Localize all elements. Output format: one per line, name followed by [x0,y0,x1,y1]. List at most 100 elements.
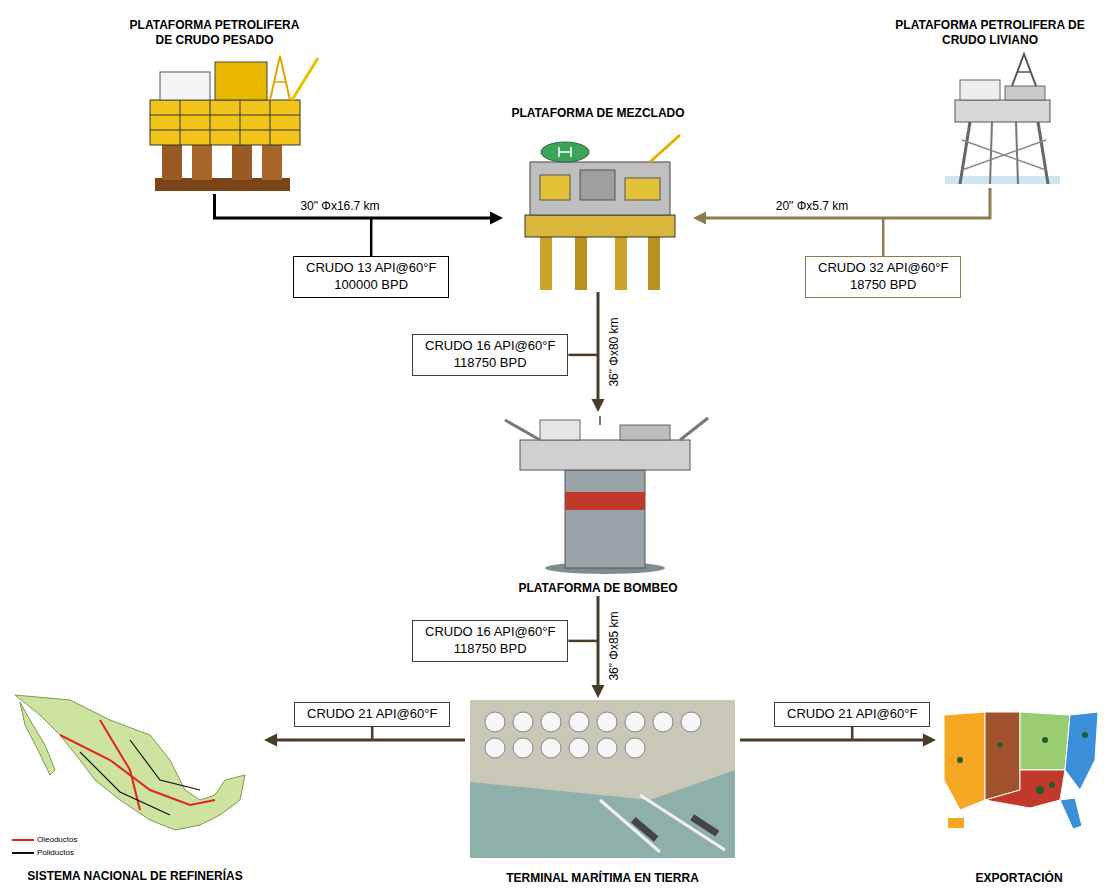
pipeline-connector [597,292,600,399]
usa-map-part [957,757,963,763]
blending-platform-part [615,235,627,290]
light-oil-platform-part [1005,86,1045,100]
heavy-oil-platform-part [150,130,300,131]
map-legend-row: Poliductos [12,849,74,857]
heavy-oil-platform-part [240,100,241,145]
onshore-marine-terminal-part [470,700,735,858]
leader-line [568,640,598,643]
crude-spec-box: CRUDO 21 API@60°F [294,702,450,727]
usa-map-part [985,712,1020,800]
light-oil-platform-part [1038,122,1048,184]
usa-map-part [1060,798,1082,829]
onshore-marine-terminal-part [631,817,658,842]
arrowhead [923,734,936,747]
legend-text: Oleoductos [37,836,77,844]
spec-text: CRUDO 16 API@60°F [425,624,555,641]
onshore-marine-terminal-part [690,814,719,836]
blending-platform-part [540,175,570,200]
spec-text: 118750 BPD [425,641,555,658]
heavy-oil-platform-part [150,115,300,116]
pipeline-connector [277,739,465,742]
usa-map-part [1020,712,1070,770]
heavy-oil-platform-part [262,145,282,180]
light-oil-platform-part [1017,71,1031,73]
facility-node: PLATAFORMA DE MEZCLADO [503,106,693,292]
pipeline-spec-label: 36" Φx85 km [607,608,621,683]
pipeline-connector [706,188,990,218]
pipeline-connector [215,194,491,218]
pumping-platform-part [620,425,670,440]
pumping-platform-part [565,470,645,568]
spec-text: 100000 BPD [306,277,436,294]
usa-map [944,712,1098,829]
onshore-marine-terminal-part [569,712,589,732]
onshore-marine-terminal [470,700,735,858]
pumping-platform-part [540,420,580,440]
facility-caption: PLATAFORMA PETROLIFERA DE CRUDO LIVIANO [876,18,1104,48]
heavy-oil-platform-part [270,56,290,100]
facility-node: PLATAFORMA PETROLIFERA DE CRUDO PESADO [122,18,307,194]
heavy-oil-platform-part [292,58,318,100]
arrowhead [693,212,706,225]
onshore-marine-terminal-part [569,738,589,758]
heavy-oil-platform-part [150,100,300,145]
pipeline-spec-label: 30" Φx16.7 km [297,199,382,213]
spec-text: CRUDO 13 API@60°F [306,260,436,277]
facility-caption: PLATAFORMA DE BOMBEO [518,581,677,596]
leader-line [851,727,854,740]
light-oil-platform-part [1016,122,1018,184]
pumping-platform-part [520,440,690,470]
mexico-map-part [20,702,55,775]
crude-spec-box: CRUDO 21 API@60°F [774,702,930,727]
usa-map-part [1049,782,1055,788]
pumping-platform-part [505,420,540,440]
facility-node: PLATAFORMA PETROLIFERA DE CRUDO LIVIANO [876,18,1104,188]
heavy-oil-platform-part [270,100,271,145]
heavy-oil-platform-part [192,145,212,180]
mexico-map-part [100,720,140,810]
arrowhead [264,734,277,747]
light-oil-platform-part [960,122,970,184]
legend-line-sample [12,836,34,844]
leader-line [371,727,374,740]
blending-platform-part [648,235,660,290]
light-oil-platform [945,54,1060,184]
heavy-oil-platform-part [180,100,181,145]
onshore-marine-terminal-part [625,712,645,732]
arrowhead [490,212,503,225]
light-oil-platform-part [962,140,1046,170]
pumping-platform [505,416,708,574]
light-oil-platform-part [1012,54,1036,86]
onshore-marine-terminal-part [653,712,673,732]
heavy-oil-platform [150,56,318,191]
usa-map-part [948,818,964,828]
onshore-marine-terminal-part [513,712,533,732]
onshore-marine-terminal-part [681,712,701,732]
onshore-marine-terminal-part [485,738,505,758]
legend-line-sample [12,849,34,857]
onshore-marine-terminal-part [513,738,533,758]
blending-platform-part [650,135,680,162]
spec-text: CRUDO 16 API@60°F [425,338,555,355]
onshore-marine-terminal-part [600,800,660,852]
onshore-marine-terminal-part [597,712,617,732]
crude-spec-box: CRUDO 16 API@60°F118750 BPD [412,620,568,662]
legend-line [12,839,34,841]
facility-node: PLATAFORMA DE BOMBEO [483,412,713,596]
usa-map-part [944,712,985,810]
pipeline-spec-label: 36" Φx80 km [607,314,621,389]
mexico-map-part [60,735,215,805]
facility-caption: PLATAFORMA DE MEZCLADO [511,106,684,121]
spec-text: 118750 BPD [425,355,555,372]
crude-spec-box: CRUDO 32 API@60°F18750 BPD [805,256,961,298]
pumping-platform-part [565,492,645,510]
facility-node: TERMINAL MARÍTIMA EN TIERRA [465,698,740,886]
light-oil-platform-part [990,122,992,184]
onshore-marine-terminal-part [625,738,645,758]
pumping-platform-part [599,416,601,425]
usa-map-part [1036,786,1044,794]
